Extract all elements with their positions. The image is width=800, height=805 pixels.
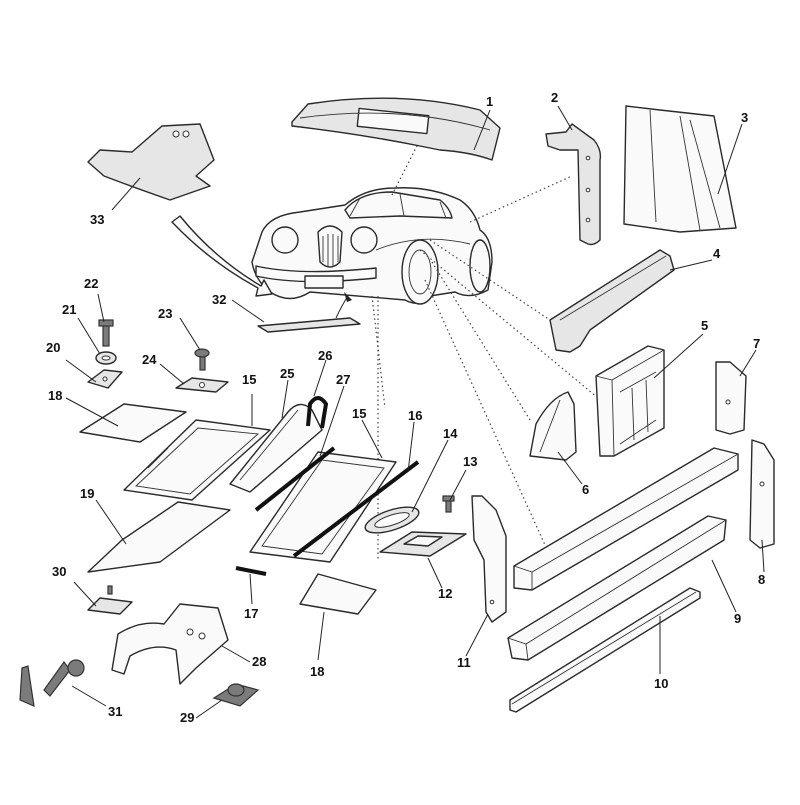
callout-12: 12 (438, 586, 452, 601)
callout-28: 28 (252, 654, 266, 669)
part-13-screw (442, 495, 455, 513)
callout-15b: 15 (352, 406, 366, 421)
callout-29: 29 (180, 710, 194, 725)
callout-16: 16 (408, 408, 422, 423)
callout-22: 22 (84, 276, 98, 291)
reference-lines (371, 139, 599, 560)
part-8-side-bracket (749, 439, 775, 549)
callout-18a: 18 (48, 388, 62, 403)
part-5-box-section (595, 345, 665, 457)
part-22-bolt (98, 319, 114, 347)
part-29-tee-nut (212, 683, 260, 707)
callout-7: 7 (753, 336, 760, 351)
part-2-bracket (545, 123, 602, 246)
callout-20: 20 (46, 340, 60, 355)
car-illustration (251, 187, 493, 305)
callout-leaders (65, 105, 765, 719)
callout-11: 11 (457, 655, 471, 670)
part-19-panel (87, 501, 231, 573)
part-1-dash-panel (291, 97, 501, 161)
callout-9: 9 (734, 611, 741, 626)
part-11-bracket (471, 495, 507, 623)
part-14-grommet (364, 506, 420, 534)
sill-member (513, 447, 739, 591)
part-3-panel (623, 105, 737, 233)
callout-23: 23 (158, 306, 172, 321)
callout-27: 27 (336, 372, 350, 387)
callout-2: 2 (551, 90, 558, 105)
part-32-strip (257, 317, 361, 333)
part-6-gusset (529, 391, 577, 461)
part-24-plate (175, 377, 229, 393)
part-21-washer (95, 351, 117, 365)
part-25-tunnel (229, 403, 323, 493)
part-18-panel-lower (299, 573, 377, 615)
part-23-screw (194, 348, 210, 371)
part-33-undertray (87, 123, 215, 201)
callout-17: 17 (244, 606, 258, 621)
callout-26: 26 (318, 348, 332, 363)
callout-6: 6 (582, 482, 589, 497)
part-7-side-bracket (715, 361, 747, 435)
callout-8: 8 (758, 572, 765, 587)
callout-labels: 1 2 3 4 5 6 7 8 9 10 11 12 13 14 15 15 1… (46, 90, 765, 725)
callout-18b: 18 (310, 664, 324, 679)
callout-21: 21 (62, 302, 76, 317)
callout-5: 5 (701, 318, 708, 333)
callout-30: 30 (52, 564, 66, 579)
part-9-sill-channel (507, 515, 727, 661)
part-31-fasteners (19, 659, 85, 707)
callout-32: 32 (212, 292, 226, 307)
part-16-seal-strip (292, 460, 420, 558)
part-18-panel-upper (79, 403, 187, 443)
callout-3: 3 (741, 110, 748, 125)
callout-1: 1 (486, 94, 493, 109)
callout-10: 10 (654, 676, 668, 691)
callout-13: 13 (463, 454, 477, 469)
callout-25: 25 (280, 366, 294, 381)
part-26-seal (306, 396, 329, 429)
callout-33: 33 (90, 212, 104, 227)
part-15-floor-panel-left (123, 419, 271, 501)
part-27-seal-strip (254, 446, 336, 512)
callout-15a: 15 (242, 372, 256, 387)
callout-14: 14 (443, 426, 458, 441)
part-28-wheel-arch (111, 603, 229, 685)
callout-4: 4 (713, 246, 721, 261)
part-17-seal (235, 566, 267, 576)
part-12-plate (379, 531, 467, 557)
arrows (171, 215, 352, 319)
callout-24: 24 (142, 352, 157, 367)
callout-19: 19 (80, 486, 94, 501)
part-4-cross-member (549, 249, 675, 353)
part-10-strip (509, 587, 701, 713)
callout-31: 31 (108, 704, 122, 719)
part-20-clip (87, 369, 123, 389)
part-30-clip-plate (87, 585, 133, 615)
